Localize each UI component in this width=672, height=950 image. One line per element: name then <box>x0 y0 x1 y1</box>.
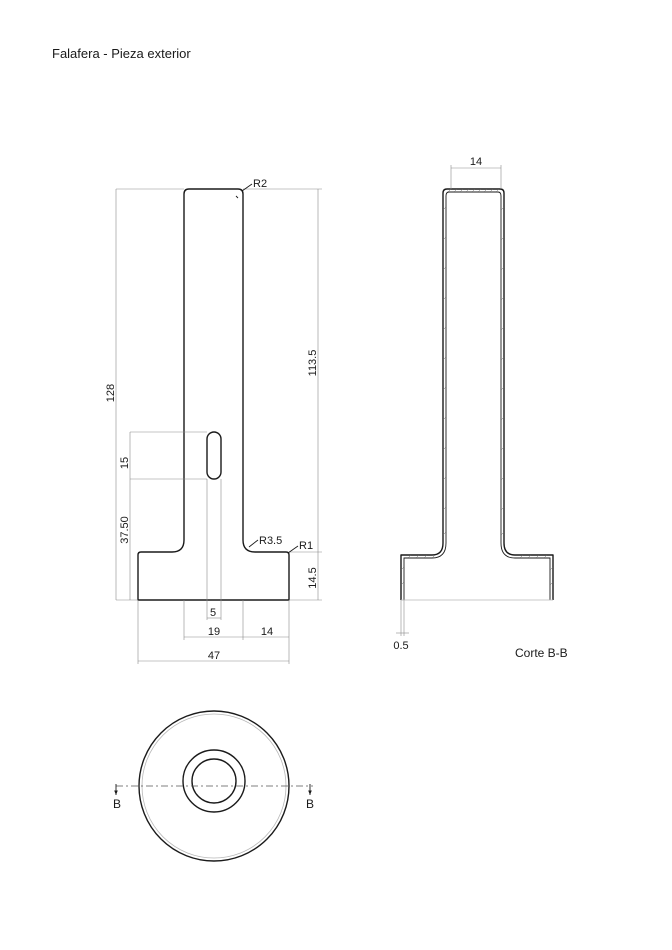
corner-mark <box>235 195 239 199</box>
dim-text-height-inner: 113.5 <box>307 350 319 377</box>
top-view-outer-circle <box>138 710 290 862</box>
top-view-stem-inner-circle <box>191 758 237 804</box>
cut-label-right: B <box>306 797 314 811</box>
cut-label-left: B <box>113 797 121 811</box>
section-inner-wall <box>403 191 551 600</box>
top-view-stem-outer-circle <box>182 749 246 813</box>
dim-text-top-width: 14 <box>470 156 482 168</box>
section-hatching <box>400 188 554 586</box>
dim-text-base-height: 14.5 <box>307 567 319 588</box>
dim-text-base-width: 47 <box>208 650 220 662</box>
radius-label-r35: R3.5 <box>259 535 282 547</box>
dim-text-thickness: 0.5 <box>393 640 408 652</box>
section-view: 14 0.5 Corte B-B <box>393 156 567 660</box>
dim-text-slot-position: 37.50 <box>119 516 131 544</box>
page-title: Falafera - Pieza exterior <box>52 46 191 61</box>
radius-label-r1: R1 <box>299 540 313 552</box>
top-view: B B <box>113 710 314 862</box>
dim-text-stem-width: 19 <box>208 626 220 638</box>
leader-r1 <box>287 545 299 554</box>
dim-text-slot-height: 15 <box>119 457 131 469</box>
leader-r2 <box>241 183 253 192</box>
radius-label-r2: R2 <box>253 178 267 190</box>
leader-r35 <box>248 539 259 548</box>
dim-text-flange-width: 14 <box>261 626 273 638</box>
front-view: 128 15 37.50 113.5 14.5 5 19 14 47 R2 R3… <box>105 178 322 664</box>
section-label: Corte B-B <box>515 646 568 660</box>
dim-text-height-total: 128 <box>105 384 117 402</box>
front-view-slot <box>206 431 222 480</box>
dim-text-slot-width: 5 <box>210 607 216 619</box>
section-outer-wall <box>400 188 554 600</box>
